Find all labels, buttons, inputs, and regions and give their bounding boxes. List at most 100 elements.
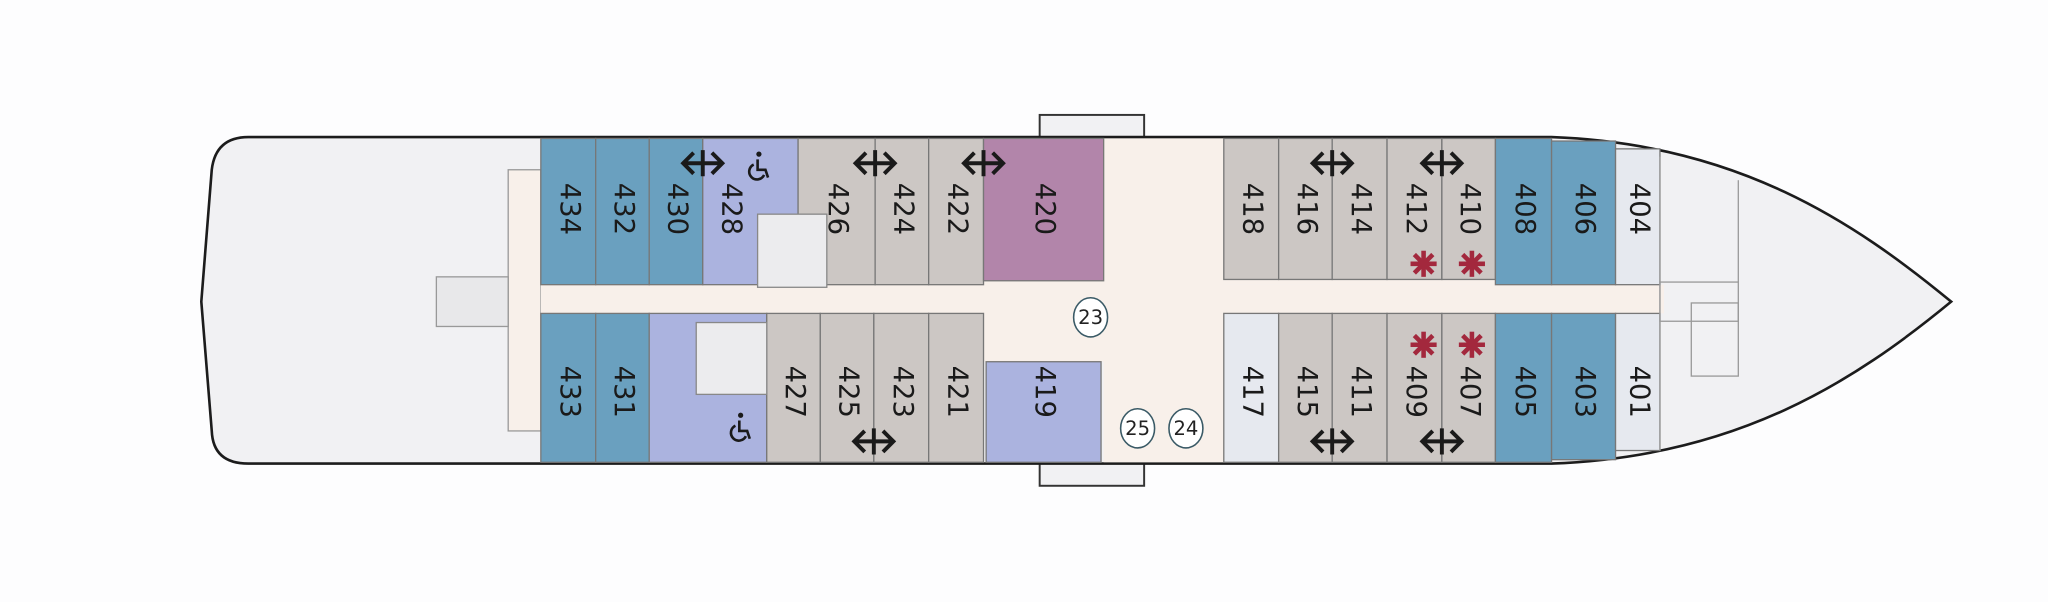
cabin-area	[985, 361, 1102, 463]
connecting-cabins-arrow-icon	[680, 150, 726, 177]
cabin-number: 433	[554, 366, 585, 418]
cabin-number: 428	[716, 183, 747, 235]
cabin-area	[595, 137, 650, 286]
cabin-area	[819, 312, 875, 463]
gangway-bottom	[1038, 461, 1146, 487]
cabin-431[interactable]: 431	[595, 312, 650, 463]
asterisk-icon	[1458, 331, 1485, 358]
cabin-419[interactable]: 419	[985, 361, 1102, 463]
connecting-cabins-arrow-icon	[1309, 150, 1355, 177]
wheelchair-accessible-icon	[729, 412, 752, 442]
cabin-number: 427	[779, 366, 810, 418]
marker-label: 23	[1078, 306, 1103, 329]
cabin-area	[1550, 312, 1617, 461]
cabin-403[interactable]: 403	[1550, 312, 1617, 461]
cabin-405[interactable]: 405	[1494, 312, 1553, 463]
cabin-number: 416	[1291, 183, 1322, 235]
cabin-number: 407	[1454, 366, 1485, 418]
cabin-424[interactable]: 424	[874, 137, 930, 286]
cabin-401[interactable]: 401	[1614, 312, 1661, 452]
connecting-cabins-arrow-icon	[1419, 428, 1465, 455]
cabin-number: 408	[1509, 183, 1540, 235]
cabin-area	[873, 312, 930, 463]
cabin-434[interactable]: 434	[540, 137, 597, 286]
cabin-number: 409	[1400, 366, 1431, 418]
stairwell	[435, 276, 509, 328]
cabin-area	[1550, 140, 1617, 286]
cabin-number: 410	[1454, 183, 1485, 235]
service-area	[695, 321, 768, 396]
cabin-area	[540, 312, 597, 463]
cabin-414[interactable]: 414	[1331, 137, 1388, 281]
location-marker-23[interactable]: 23	[1072, 296, 1109, 338]
cabin-area	[928, 312, 985, 463]
service-area	[756, 213, 828, 288]
cabin-425[interactable]: 425	[819, 312, 875, 463]
cabin-number: 420	[1029, 183, 1060, 235]
cabin-417[interactable]: 417	[1223, 312, 1280, 463]
cabin-416[interactable]: 416	[1277, 137, 1333, 281]
corridor	[507, 138, 1664, 463]
connecting-cabins-arrow-icon	[852, 150, 898, 177]
cabin-406[interactable]: 406	[1550, 140, 1617, 286]
cabin-number: 417	[1237, 366, 1268, 418]
cabin-area	[1614, 312, 1661, 452]
cabin-area	[540, 137, 597, 286]
cabin-number: 414	[1345, 183, 1376, 235]
cabin-number: 415	[1291, 366, 1322, 418]
marker-label: 25	[1125, 417, 1150, 440]
cabin-area	[595, 312, 650, 463]
cabin-410[interactable]: 410	[1441, 137, 1497, 281]
connecting-cabins-arrow-icon	[1309, 428, 1355, 455]
asterisk-icon	[1410, 331, 1437, 358]
cabin-number: 418	[1237, 183, 1268, 235]
cabin-422[interactable]: 422	[928, 137, 985, 286]
cabin-427[interactable]: 427	[766, 312, 821, 463]
cabin-number: 405	[1509, 366, 1540, 418]
cabin-433[interactable]: 433	[540, 312, 597, 463]
cabin-411[interactable]: 411	[1331, 312, 1388, 463]
asterisk-icon	[1458, 250, 1485, 277]
wheelchair-accessible-icon	[747, 151, 770, 181]
cabin-432[interactable]: 432	[595, 137, 650, 286]
cabin-number: 419	[1029, 366, 1060, 418]
cabin-number: 403	[1569, 366, 1600, 418]
cabin-number: 421	[942, 366, 973, 418]
cabin-number: 432	[608, 183, 639, 235]
asterisk-icon	[1410, 250, 1437, 277]
cabin-408[interactable]: 408	[1494, 137, 1553, 286]
gangway-top	[1038, 113, 1146, 140]
cabin-number: 411	[1345, 366, 1376, 418]
cabin-area	[1494, 312, 1553, 463]
cabin-412[interactable]: 412	[1386, 137, 1443, 281]
marker-label: 24	[1173, 417, 1198, 440]
cabin-number: 412	[1400, 183, 1431, 235]
cabin-number: 424	[887, 183, 918, 235]
connecting-cabins-arrow-icon	[851, 428, 897, 455]
cabin-421[interactable]: 421	[928, 312, 985, 463]
cabin-407[interactable]: 407	[1441, 312, 1497, 463]
bow-structure	[1659, 156, 1739, 451]
cabin-number: 434	[554, 183, 585, 235]
cabin-number: 404	[1623, 183, 1654, 235]
cabin-number: 423	[887, 366, 918, 418]
location-marker-24[interactable]: 24	[1168, 407, 1204, 449]
connecting-cabins-arrow-icon	[961, 150, 1006, 177]
cabin-430[interactable]: 430	[648, 137, 704, 286]
cabin-area	[1441, 312, 1497, 463]
cabin-423[interactable]: 423	[873, 312, 930, 463]
cabin-area	[1223, 137, 1280, 281]
cabin-area	[1277, 312, 1333, 463]
cabin-area	[1614, 148, 1661, 286]
cabin-area	[766, 312, 821, 463]
location-marker-25[interactable]: 25	[1119, 407, 1156, 449]
connecting-cabins-arrow-icon	[1419, 150, 1465, 177]
cabin-415[interactable]: 415	[1277, 312, 1333, 463]
cabin-number: 422	[942, 183, 973, 235]
cabin-404[interactable]: 404	[1614, 148, 1661, 286]
cabin-number: 406	[1569, 183, 1600, 235]
cabin-number: 425	[833, 366, 864, 418]
cabin-418[interactable]: 418	[1223, 137, 1280, 281]
